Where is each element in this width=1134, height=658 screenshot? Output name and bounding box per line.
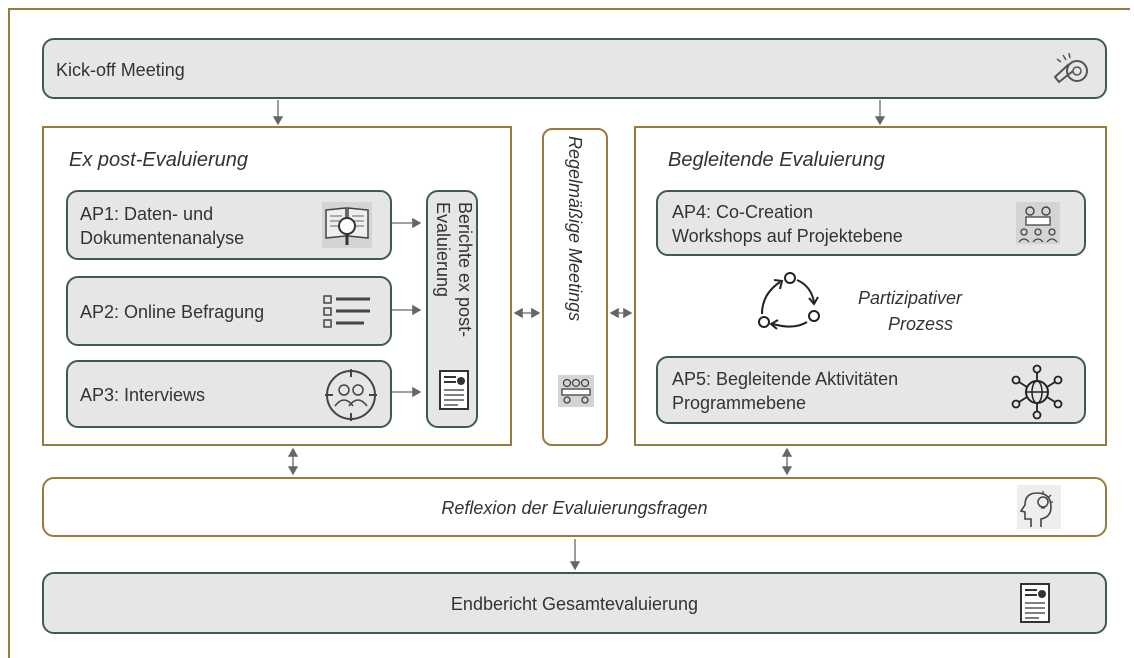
begleitende-section: Begleitende Evaluierung AP4: Co-Creation… <box>634 126 1107 446</box>
reflexion-box[interactable]: Reflexion der Evaluierungsfragen <box>42 477 1107 537</box>
final-box[interactable]: Endbericht Gesamtevaluierung <box>42 572 1107 634</box>
ap4-line2: Workshops auf Projektebene <box>672 226 903 246</box>
ap5-line2: Programmebene <box>672 393 807 413</box>
cycle-process-icon <box>758 272 820 330</box>
meeting-table-icon <box>558 375 594 407</box>
ap3-label: AP3: Interviews <box>80 385 206 405</box>
ap1-box[interactable]: AP1: Daten- und Dokumentenanalyse <box>66 190 392 260</box>
kickoff-label: Kick-off Meeting <box>56 60 185 80</box>
reflexion-label: Reflexion der Evaluierungsfragen <box>441 498 708 518</box>
ap4-line1: AP4: Co-Creation <box>672 202 814 222</box>
ap4-box[interactable]: AP4: Co-Creation Workshops auf Projekteb… <box>656 190 1086 256</box>
whistle-icon <box>1053 52 1088 84</box>
process-line2: Prozess <box>888 314 954 334</box>
interview-people-icon <box>325 369 377 421</box>
reports-box[interactable]: Berichte ex post- Evaluierung <box>426 190 478 428</box>
final-label: Endbericht Gesamtevaluierung <box>450 594 699 614</box>
workshop-group-icon <box>1016 202 1060 244</box>
process-line1: Partizipativer <box>858 288 963 308</box>
outer-frame <box>8 8 1130 658</box>
meetings-box[interactable]: Regelmäßige Meetings <box>542 128 608 446</box>
ap2-box[interactable]: AP2: Online Befragung <box>66 276 392 346</box>
checklist-icon <box>323 295 370 328</box>
ap1-line1: AP1: Daten- und <box>80 204 214 224</box>
network-globe-icon <box>1011 364 1063 420</box>
ap1-line2: Dokumentenanalyse <box>80 228 245 248</box>
head-lightbulb-icon <box>1017 485 1061 529</box>
ex-post-title: Ex post-Evaluierung <box>69 149 248 171</box>
book-magnifier-icon <box>322 202 372 248</box>
reports-line1: Berichte ex post- <box>455 202 475 338</box>
reports-line2: Evaluierung <box>433 202 453 298</box>
ex-post-section: Ex post-Evaluierung AP1: Daten- und Doku… <box>42 126 512 446</box>
report-document-icon <box>1020 583 1050 623</box>
ap5-line1: AP5: Begleitende Aktivitäten <box>672 369 899 389</box>
begleitende-title: Begleitende Evaluierung <box>668 149 885 171</box>
reports-vertical-text: Berichte ex post- Evaluierung <box>432 202 476 337</box>
kickoff-box[interactable]: Kick-off Meeting <box>42 38 1107 99</box>
ap5-box[interactable]: AP5: Begleitende Aktivitäten Programmebe… <box>656 356 1086 424</box>
ap3-box[interactable]: AP3: Interviews <box>66 360 392 428</box>
ap2-label: AP2: Online Befragung <box>80 302 265 322</box>
meetings-label: Regelmäßige Meetings <box>565 136 585 322</box>
report-document-icon <box>439 370 469 410</box>
